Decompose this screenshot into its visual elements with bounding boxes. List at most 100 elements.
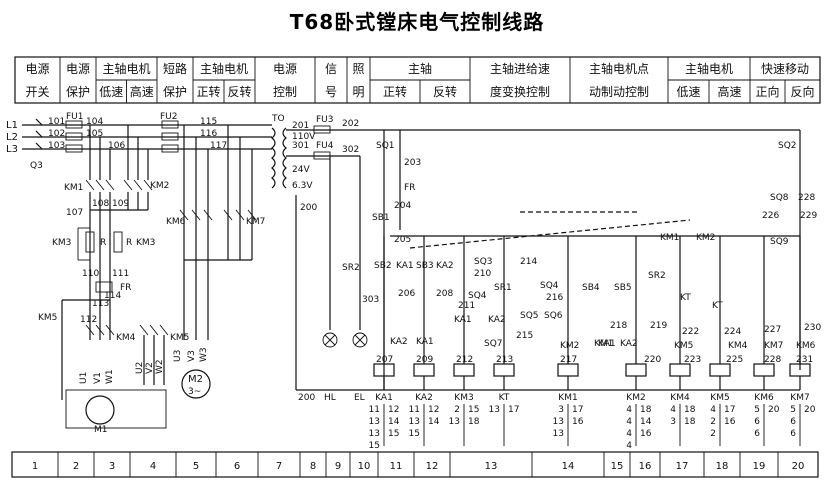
column-number: 7 — [276, 461, 282, 472]
km4-label: KM4 — [116, 333, 136, 343]
contact-no: 4 — [710, 405, 716, 415]
header-sub-9-b: 反转 — [433, 84, 457, 99]
resistor-r2-label: R — [126, 238, 132, 248]
motor-m1 — [85, 395, 115, 425]
wire-112: 112 — [80, 315, 97, 325]
sq5-label: SQ5 — [520, 311, 539, 321]
fr-control-label: FR — [404, 183, 415, 193]
kt-b-label: KT — [712, 301, 723, 311]
wire-216: 216 — [546, 293, 563, 303]
wire-220: 220 — [644, 355, 661, 365]
resistor-r1-label: R — [100, 238, 106, 248]
column-number: 1 — [32, 461, 38, 472]
column-number: 12 — [426, 461, 439, 472]
sq4-label: SQ4 — [540, 281, 559, 291]
header-sub-3-a: 低速 — [99, 85, 123, 99]
term-u3: U3 — [173, 350, 183, 362]
contact-no: 4 — [626, 441, 632, 451]
transformer-label: TO — [271, 114, 285, 124]
column-number: 20 — [792, 461, 805, 472]
header-sub-9-a: 正转 — [383, 84, 407, 99]
contact-nc: 15 — [388, 429, 399, 439]
contact-nc: 20 — [804, 405, 816, 415]
coil-km4 — [669, 363, 691, 377]
lamp-hl-label: HL — [324, 393, 336, 403]
km5-b-label: KM5 — [674, 341, 693, 351]
column-number: 3 — [109, 461, 115, 472]
contact-nc: 17 — [508, 405, 519, 415]
contact-nc: 14 — [640, 417, 652, 427]
header-sub-3-b: 高速 — [130, 84, 154, 99]
contact-no: 13 — [369, 417, 380, 427]
wire-102: 102 — [48, 129, 65, 139]
term-u1: U1 — [79, 372, 89, 384]
contact-no: 4 — [626, 405, 632, 415]
ka2-self-label: KA2 — [436, 261, 454, 271]
line-l2: L2 — [6, 132, 18, 143]
contact-nc: 14 — [428, 417, 440, 427]
contact-no: 15 — [409, 429, 420, 439]
coil-ka2 — [413, 363, 435, 377]
contact-nc: 16 — [724, 417, 736, 427]
header-group-7-top: 信 — [325, 62, 337, 76]
km7-main-label: KM7 — [246, 217, 265, 227]
header-sub-13-a: 正向 — [755, 84, 779, 99]
sb2-label: SB2 — [374, 261, 392, 271]
column-number: 15 — [611, 461, 624, 472]
wire-210: 210 — [474, 269, 491, 279]
switch-q3-label: Q3 — [30, 161, 43, 171]
line-l3: L3 — [6, 144, 18, 155]
volt-6-3v: 6.3V — [292, 181, 313, 191]
contact-no: 4 — [626, 417, 632, 427]
coil-label-ka2: KA2 — [415, 393, 433, 403]
wire-200: 200 — [300, 203, 317, 213]
sq1-label: SQ1 — [376, 141, 395, 151]
term-w2: W2 — [155, 359, 165, 374]
km2-b-label: KM2 — [560, 341, 579, 351]
contact-no: 13 — [553, 417, 564, 427]
wire-202: 202 — [342, 119, 359, 129]
wire-228-top: 228 — [798, 193, 815, 203]
header-group-4-top: 短路 — [163, 61, 187, 76]
km1-main-label: KM1 — [64, 183, 83, 193]
wire-108: 108 — [92, 199, 109, 209]
km2-interlock-label: KM2 — [696, 233, 715, 243]
wire-229: 229 — [800, 211, 817, 221]
contact-nc: 18 — [684, 417, 696, 427]
motor-m2 — [181, 369, 211, 399]
header-group-5: 主轴电机 — [200, 61, 248, 76]
header-sub-13-b: 反向 — [790, 84, 814, 99]
contact-nc: 12 — [388, 405, 399, 415]
contact-no: 6 — [754, 417, 760, 427]
contact-no: 15 — [369, 441, 380, 451]
header-group-10-bottom: 度变换控制 — [490, 84, 550, 99]
header-group-8-top: 照 — [352, 62, 364, 76]
wire-111: 111 — [112, 269, 129, 279]
motor-m2-label: M2 — [188, 374, 203, 385]
header-group-7-bottom: 号 — [325, 85, 337, 99]
term-u2: U2 — [135, 362, 145, 374]
fuse-fu4-label: FU4 — [316, 141, 334, 151]
term-w1: W1 — [105, 369, 115, 384]
wire-104: 104 — [86, 117, 103, 127]
wire-113: 113 — [92, 299, 109, 309]
wire-301: 301 — [292, 141, 309, 151]
wire-106: 106 — [108, 141, 125, 151]
column-number: 16 — [639, 461, 652, 472]
km5-left-label: KM5 — [38, 313, 57, 323]
km3-right-label: KM3 — [136, 238, 155, 248]
contact-nc: 16 — [572, 417, 584, 427]
contact-nc: 12 — [428, 405, 439, 415]
wire-224: 224 — [724, 327, 741, 337]
header-group-1-bottom: 开关 — [25, 85, 49, 99]
km6-b-label: KM6 — [796, 341, 816, 351]
contact-no: 13 — [409, 417, 420, 427]
fuse-fu3-label: FU3 — [316, 115, 334, 125]
km5-right-label: KM5 — [170, 333, 189, 343]
header-sub-5-b: 反转 — [227, 84, 251, 99]
wire-205: 205 — [394, 235, 411, 245]
coil-label-km6: KM6 — [754, 393, 774, 403]
contact-nc: 18 — [468, 417, 480, 427]
